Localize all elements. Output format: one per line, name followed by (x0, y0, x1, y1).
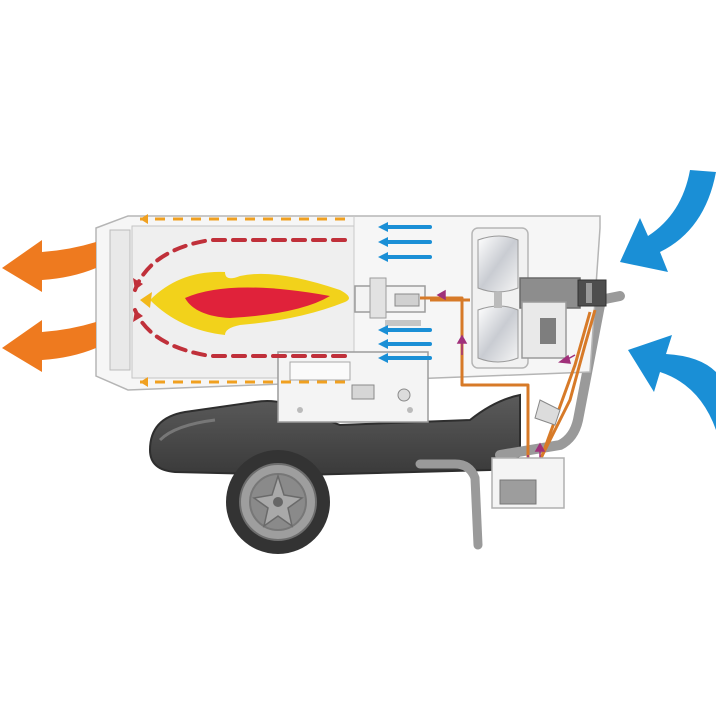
fuel-filter (491, 399, 565, 509)
wheel-icon (226, 450, 330, 554)
combustion-gas-flow (133, 238, 347, 358)
flame-icon (140, 271, 349, 335)
warm-air-flow (140, 217, 345, 384)
intake-air-flow (383, 225, 432, 360)
burner-nozzle (354, 277, 426, 326)
hot-air-outlet-arrow (2, 240, 96, 372)
motor-pump (519, 277, 607, 359)
warm-air-flow-arrowheads (140, 214, 148, 387)
fuel-tank-icon (148, 393, 521, 477)
fan-icon (471, 227, 529, 369)
intake-air-arrowheads (378, 222, 388, 363)
fuel-line (420, 296, 597, 479)
cold-air-intake-arrow (620, 170, 716, 430)
combustion-gas-arrowheads (133, 278, 143, 322)
